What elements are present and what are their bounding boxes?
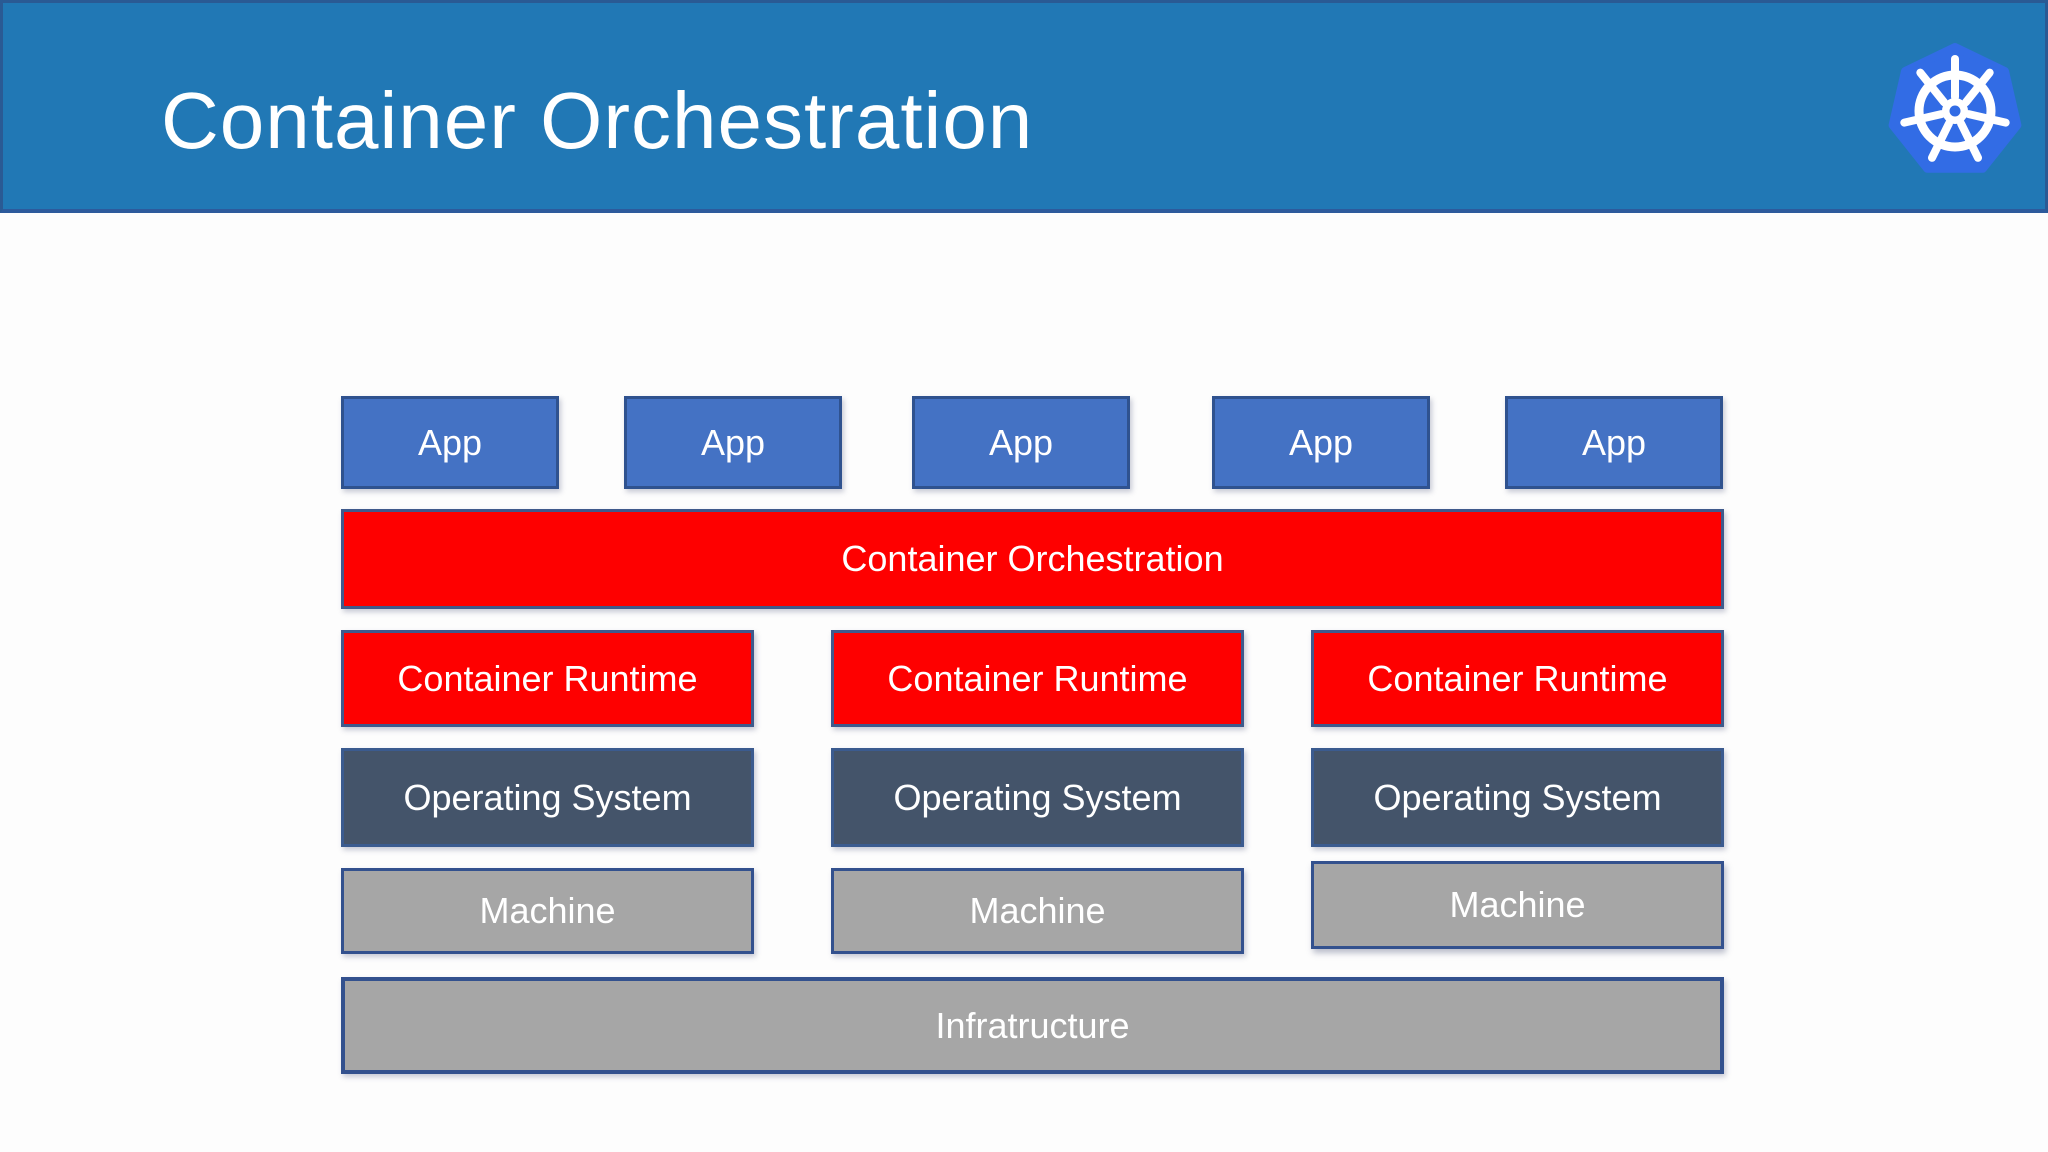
machine-label: Machine — [479, 890, 616, 931]
machine-label: Machine — [1449, 884, 1586, 925]
app-box: App — [1212, 396, 1430, 489]
machine-box: Machine — [831, 868, 1244, 954]
container-runtime-label: Container Runtime — [887, 657, 1188, 699]
app-box: App — [1505, 396, 1723, 489]
container-runtime-box: Container Runtime — [341, 630, 754, 727]
app-box: App — [624, 396, 842, 489]
helm-hub-hole — [1949, 105, 1961, 117]
container-orchestration-bar: Container Orchestration — [341, 509, 1724, 609]
kubernetes-logo-icon — [1888, 43, 2022, 173]
container-runtime-box: Container Runtime — [831, 630, 1244, 727]
machine-label: Machine — [969, 890, 1106, 931]
app-label: App — [1581, 421, 1647, 463]
operating-system-box: Operating System — [341, 748, 754, 847]
machine-box: Machine — [1311, 861, 1724, 949]
app-label: App — [988, 421, 1054, 463]
slide-title: Container Orchestration — [161, 76, 1034, 165]
app-label: App — [700, 421, 766, 463]
operating-system-box: Operating System — [1311, 748, 1724, 847]
infrastructure-label: Infratructure — [935, 1004, 1130, 1046]
container-runtime-box: Container Runtime — [1311, 630, 1724, 727]
container-runtime-label: Container Runtime — [397, 657, 698, 699]
header-band: Container Orchestration — [0, 0, 2048, 213]
operating-system-label: Operating System — [893, 776, 1182, 818]
container-runtime-label: Container Runtime — [1367, 657, 1668, 699]
operating-system-label: Operating System — [1373, 776, 1662, 818]
operating-system-label: Operating System — [403, 776, 692, 818]
app-label: App — [417, 421, 483, 463]
app-label: App — [1288, 421, 1354, 463]
app-box: App — [912, 396, 1130, 489]
container-orchestration-label: Container Orchestration — [841, 538, 1224, 579]
operating-system-box: Operating System — [831, 748, 1244, 847]
helm-wheel-icon — [1900, 55, 2010, 162]
machine-box: Machine — [341, 868, 754, 954]
infrastructure-bar: Infratructure — [341, 977, 1724, 1074]
app-box: App — [341, 396, 559, 489]
